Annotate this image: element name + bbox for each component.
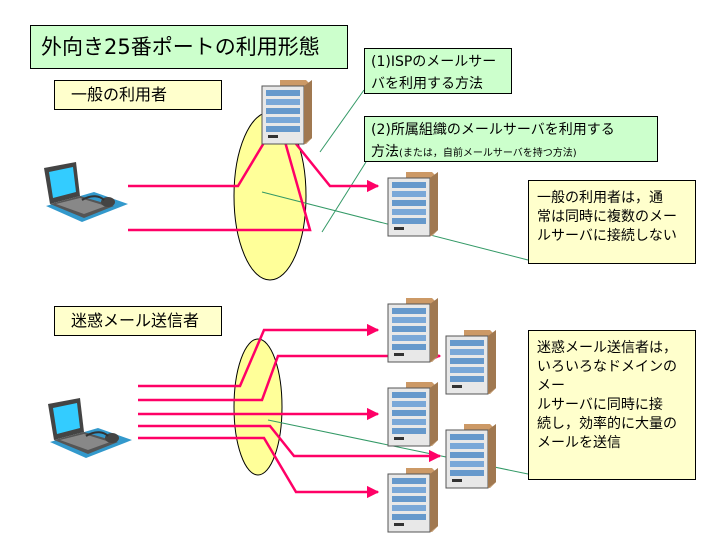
callout-line-org bbox=[321, 161, 367, 233]
note-general-line: 常は同時に複数のメー bbox=[537, 209, 677, 225]
section-label-spam: 迷惑メール送信者 bbox=[54, 306, 222, 336]
server-spam-3-icon bbox=[387, 381, 439, 447]
server-spam-1-icon bbox=[387, 297, 439, 363]
callout-org: (2)所属組織のメールサーバを利用する 方法(または，自前メールサーバを持つ方法… bbox=[364, 116, 658, 162]
laptop-spam-icon bbox=[47, 397, 133, 459]
callout-org-line1: (2)所属組織のメールサーバを利用する bbox=[371, 122, 615, 138]
callout-line-isp bbox=[319, 89, 365, 153]
callout-isp-line1: (1)ISPのメールサー bbox=[371, 54, 497, 70]
callout-isp-line2: バを利用する方法 bbox=[371, 76, 483, 92]
callout-org-line2a: 方法 bbox=[371, 144, 399, 160]
arrow-spam-1 bbox=[138, 323, 380, 388]
note-spam-line: メールを送信 bbox=[537, 435, 621, 451]
note-spam-line: いろいろなドメインのメー bbox=[537, 359, 677, 394]
server-org-icon bbox=[387, 171, 439, 237]
server-spam-5-icon bbox=[387, 467, 439, 533]
section-label-general: 一般の利用者 bbox=[54, 80, 222, 110]
server-spam-2-icon bbox=[445, 329, 497, 395]
note-spam-line: 迷惑メール送信者は， bbox=[537, 340, 677, 356]
note-general: 一般の利用者は，通 常は同時に複数のメー ルサーバに接続しない bbox=[528, 180, 696, 264]
arrow-spam-5 bbox=[138, 436, 380, 499]
callout-isp: (1)ISPのメールサー バを利用する方法 bbox=[364, 48, 512, 94]
server-isp-icon bbox=[261, 79, 313, 145]
note-general-line: ルサーバに接続しない bbox=[537, 228, 677, 244]
arrow-spam-2 bbox=[138, 349, 442, 402]
server-spam-4-icon bbox=[445, 423, 497, 489]
arrow-general-isp bbox=[128, 124, 276, 188]
callout-org-line2b: (または，自前メールサーバを持つ方法) bbox=[399, 148, 577, 159]
note-spam-line: ルサーバに同時に接 bbox=[537, 397, 663, 413]
note-spam: 迷惑メール送信者は， いろいろなドメインのメー ルサーバに同時に接 続し，効率的… bbox=[528, 330, 696, 480]
arrow-spam-4 bbox=[138, 424, 442, 463]
note-general-line: 一般の利用者は，通 bbox=[537, 190, 663, 206]
laptop-general-icon bbox=[43, 161, 129, 223]
note-spam-line: 続し，効率的に大量の bbox=[537, 416, 677, 432]
page-title: 外向き25番ポートの利用形態 bbox=[30, 25, 348, 69]
